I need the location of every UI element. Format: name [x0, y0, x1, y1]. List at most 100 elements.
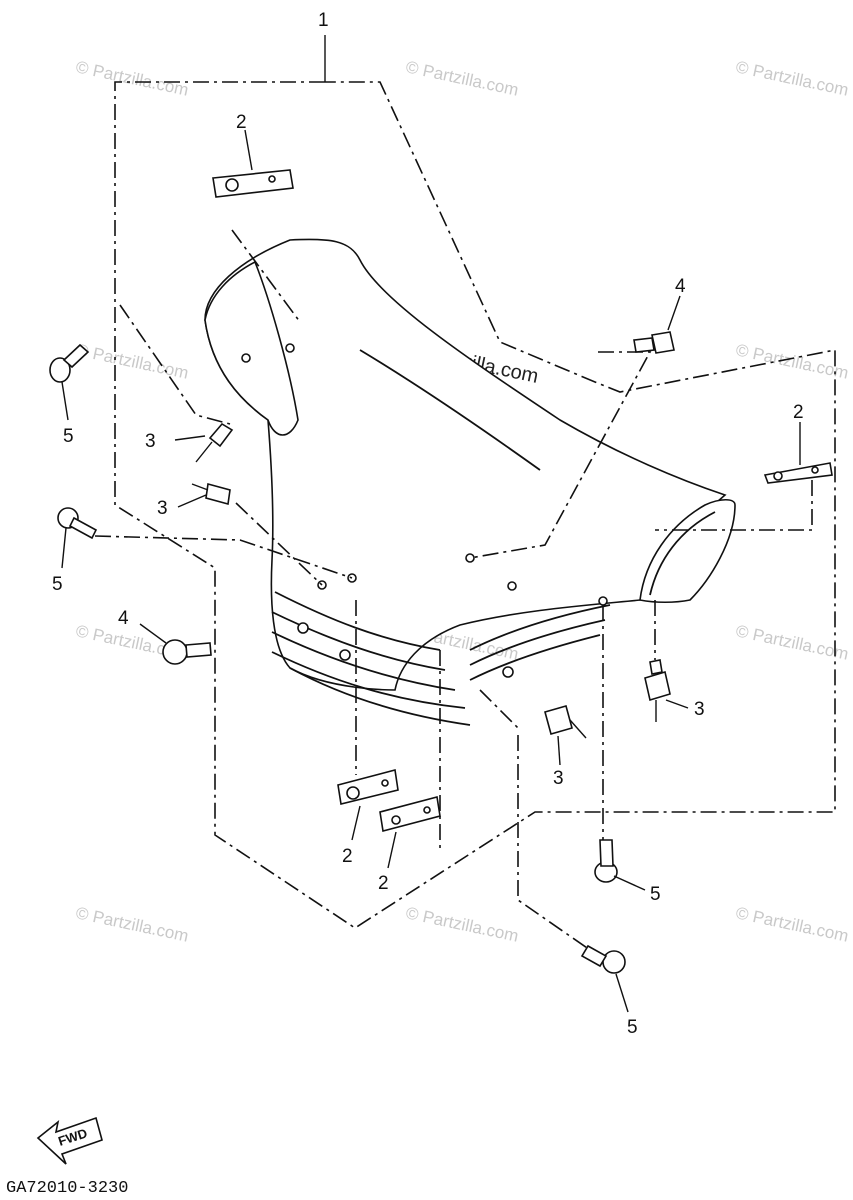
watermark-text: © Partzilla.com: [734, 340, 850, 382]
louver-line: [274, 591, 441, 651]
callout-5-leader: [61, 381, 69, 421]
mount-hole: [507, 581, 517, 591]
leader-dashed: [119, 304, 231, 425]
nut-plate-hole: [346, 786, 360, 800]
callout-2-leader: [351, 805, 361, 841]
rivet-shank: [569, 719, 587, 739]
callout-2-leader: [387, 831, 397, 869]
bolt-head: [651, 331, 675, 354]
mount-hole: [598, 596, 608, 606]
nut-plate: [212, 169, 294, 198]
callout-2-label: 2: [236, 112, 247, 133]
callout-3-leader: [174, 435, 206, 441]
watermark-text: © Partzilla.com: [734, 57, 850, 99]
callout-2-label: 2: [342, 846, 353, 867]
screw-mid-left: 5: [52, 507, 98, 595]
rivet: [205, 482, 231, 506]
callout-2-label: 2: [378, 873, 389, 894]
callout-5-leader: [613, 875, 646, 891]
nut-plate: [337, 768, 399, 805]
drawing-code: GA72010-3230: [6, 1179, 128, 1198]
screw-head: [602, 950, 626, 974]
nut-plate-bottom-b: 2: [378, 796, 441, 894]
rivet-lower-mid: 3: [544, 705, 587, 789]
screen-edge-line: [359, 349, 541, 471]
mount-hole: [465, 553, 475, 563]
bolt-shank: [185, 642, 212, 658]
rivet: [208, 422, 234, 448]
mount-hole: [241, 353, 251, 363]
callout-1-label: 1: [318, 10, 329, 31]
watermark-text: © Partzilla.com: [74, 903, 190, 945]
louver-line: [271, 631, 456, 691]
assembly-leaders: [94, 229, 813, 951]
screw-bottom: 5: [580, 944, 638, 1038]
nut-plate-right: 2: [763, 402, 833, 484]
callout-4-leader: [667, 295, 681, 331]
callout-3-leader: [177, 494, 207, 508]
nut-plate-hole: [225, 178, 239, 192]
mount-hole: [297, 622, 309, 634]
nut-plate-hole: [811, 466, 819, 474]
louver-line: [289, 667, 471, 726]
rivet: [544, 705, 573, 735]
leader-dashed: [235, 502, 323, 586]
bolt-head: [162, 639, 188, 665]
nut-plate-hole: [381, 779, 389, 787]
callout-4-label: 4: [118, 608, 129, 629]
assembly-outline: 1: [114, 10, 836, 929]
callout-3-leader: [557, 735, 561, 766]
callout-3-label: 3: [145, 431, 156, 452]
leader-dashed: [655, 480, 813, 531]
callout-5-label: 5: [650, 884, 661, 905]
rivet-shank: [195, 441, 213, 463]
screw-thread: [599, 839, 614, 867]
mount-hole: [502, 666, 514, 678]
mount-hole: [339, 649, 351, 661]
fwd-arrow: FWD: [36, 1116, 103, 1165]
callout-5-leader: [615, 973, 629, 1013]
callout-3-label: 3: [694, 699, 705, 720]
rivet-upper-left: 3: [145, 422, 234, 463]
fwd-arrow-icon: [36, 1116, 103, 1165]
rivet-right: 3: [644, 659, 705, 722]
bolt-upper-right: 4: [633, 276, 686, 354]
bolt-shank: [633, 337, 655, 353]
callout-3-label: 3: [157, 498, 168, 519]
callout-5-label: 5: [627, 1017, 638, 1038]
screw-lower-right: 5: [594, 839, 661, 905]
callout-5-label: 5: [63, 426, 74, 447]
callout-3-label: 3: [553, 768, 564, 789]
screw-thread: [62, 343, 90, 369]
assembly-dashed-boundary: [114, 81, 836, 929]
callout-5-label: 5: [52, 574, 63, 595]
nut-plate-hole: [391, 815, 401, 825]
rivet-head: [649, 659, 663, 675]
nut-plate-hole: [423, 806, 431, 814]
watermark-text: © Partzilla.com: [734, 621, 850, 663]
callout-4-leader: [139, 623, 167, 644]
watermark-text: © Partzilla.com: [404, 903, 520, 945]
watermark-text: © Partzilla.com: [734, 903, 850, 945]
windscreen-cowl: [204, 238, 736, 726]
callout-2-leader: [244, 129, 253, 171]
screw-thread: [580, 944, 608, 968]
callout-2-label: 2: [793, 402, 804, 423]
watermark-text: © Partzilla.com: [74, 57, 190, 99]
callout-5-leader: [61, 527, 67, 569]
leader-dashed: [479, 689, 521, 731]
nut-plate: [379, 796, 441, 832]
rivet: [644, 670, 671, 702]
callout-4-label: 4: [675, 276, 686, 297]
rivet-mid-left: 3: [157, 482, 231, 519]
louver-line: [469, 619, 606, 666]
leader-dashed: [94, 535, 353, 579]
duct-inner-line: [649, 511, 716, 596]
watermark-text: © Partzilla.com: [74, 340, 190, 382]
louver-line: [469, 604, 611, 651]
louver-line: [271, 611, 446, 671]
louver-line: [271, 651, 466, 709]
louver-line: [469, 634, 601, 681]
nut-plate-bottom-a: 2: [337, 768, 399, 867]
